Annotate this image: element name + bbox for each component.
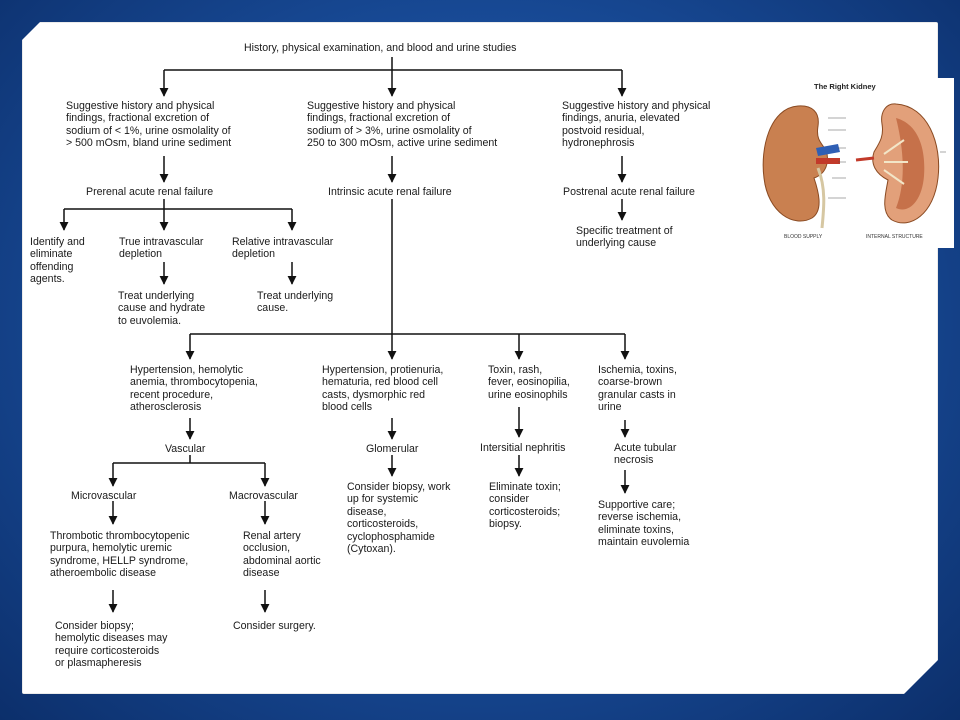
interstitial-treatment-node: Eliminate toxin; consider corticosteroid… [489, 481, 561, 531]
glomerular-criteria-node: Hypertension, protienuria, hematuria, re… [322, 364, 444, 414]
prerenal-failure-node: Prerenal acute renal failure [86, 186, 214, 198]
microvascular-treatment-node: Consider biopsy; hemolytic diseases may … [55, 620, 168, 670]
kidney-figure-title: The Right Kidney [814, 82, 876, 91]
atn-criteria-node: Ischemia, toxins, coarse-brown granular … [598, 364, 677, 414]
postrenal-failure-node: Postrenal acute renal failure [563, 186, 695, 198]
postrenal-treatment-node: Specific treatment of underlying cause [576, 225, 673, 250]
vascular-criteria-node: Hypertension, hemolytic anemia, thromboc… [130, 364, 258, 414]
kidney-caption-left: BLOOD SUPPLY [784, 234, 823, 240]
microvascular-diagnoses-node: Thrombotic thrombocytopenic purpura, hem… [50, 530, 190, 580]
root-node: History, physical examination, and blood… [244, 42, 517, 54]
identify-agents-node: Identify and eliminate offending agents. [30, 236, 85, 286]
treat-cause-node: Treat underlying cause. [257, 290, 334, 315]
intrinsic-failure-node: Intrinsic acute renal failure [328, 186, 452, 198]
kidney-drawing [762, 103, 946, 229]
glomerular-treatment-node: Consider biopsy, work up for systemic di… [347, 481, 451, 556]
glomerular-node: Glomerular [366, 443, 419, 455]
relative-depletion-node: Relative intravascular depletion [232, 236, 334, 261]
interstitial-criteria-node: Toxin, rash, fever, eosinopilia, urine e… [488, 364, 570, 401]
atn-node: Acute tubular necrosis [614, 442, 677, 467]
true-depletion-node: True intravascular depletion [119, 236, 204, 261]
vascular-node: Vascular [165, 443, 206, 455]
kidney-illustration: The Right Kidney BLOOD SUPPLY INTERNAL S… [746, 78, 954, 248]
intrinsic-criteria-node: Suggestive history and physical findings… [307, 100, 498, 150]
prerenal-criteria-node: Suggestive history and physical findings… [66, 100, 232, 150]
macrovascular-diagnoses-node: Renal artery occlusion, abdominal aortic… [243, 530, 321, 580]
atn-treatment-node: Supportive care; reverse ischemia, elimi… [598, 499, 690, 549]
postrenal-criteria-node: Suggestive history and physical findings… [562, 100, 711, 150]
kidney-caption-right: INTERNAL STRUCTURE [866, 234, 923, 240]
treat-hydrate-node: Treat underlying cause and hydrate to eu… [118, 290, 206, 327]
interstitial-nephritis-node: Intersitial nephritis [480, 442, 566, 454]
macrovascular-treatment-node: Consider surgery. [233, 620, 316, 632]
macrovascular-node: Macrovascular [229, 490, 298, 502]
microvascular-node: Microvascular [71, 490, 137, 502]
